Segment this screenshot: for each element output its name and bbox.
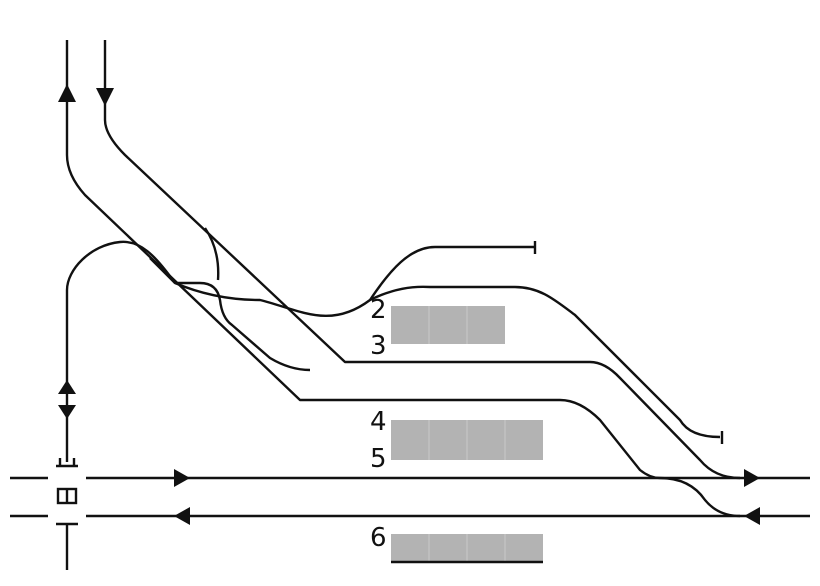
- arrow-down-icon: [58, 405, 76, 419]
- track-number-2: 2: [370, 295, 387, 325]
- track-number-3: 3: [370, 331, 387, 361]
- branch-line-down-track: [103, 40, 741, 480]
- arrow-left-icon: [174, 507, 190, 525]
- arrow-up-icon: [58, 380, 76, 394]
- loop-track: [65, 240, 176, 395]
- branch-line-up-track: [65, 40, 661, 480]
- arrow-left-icon: [744, 507, 760, 525]
- arrow-up-icon: [58, 84, 76, 102]
- arrow-right-icon: [174, 469, 190, 487]
- platform-2-3: [391, 306, 505, 344]
- track-number-6: 6: [370, 523, 387, 553]
- platform-6: [391, 534, 543, 564]
- track-number-4: 4: [370, 407, 387, 437]
- track-2: [149, 257, 721, 439]
- crossover-diagonal: [204, 227, 220, 281]
- level-crossing-icon: [48, 458, 86, 570]
- connection-main: [659, 476, 741, 518]
- crossover-track: [175, 281, 311, 372]
- platform-4-5: [391, 420, 543, 460]
- arrow-right-icon: [744, 469, 760, 487]
- track-number-5: 5: [370, 444, 387, 474]
- siding-upper: [369, 245, 535, 301]
- arrow-down-icon: [96, 88, 114, 106]
